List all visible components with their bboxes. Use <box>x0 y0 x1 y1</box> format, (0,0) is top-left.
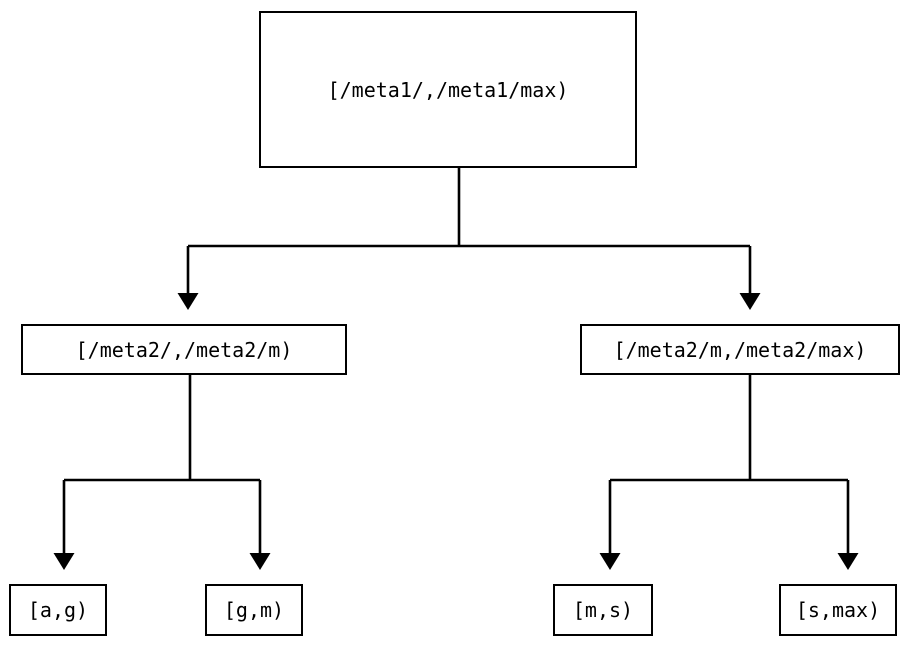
tree-node-leaf-1-label: [a,g) <box>27 598 89 622</box>
tree-node-leaf-1[interactable]: [a,g) <box>9 584 107 636</box>
edge-midright-to-leaves <box>599 375 859 570</box>
tree-node-mid-right[interactable]: [/meta2/m,/meta2/max) <box>580 324 900 375</box>
tree-node-mid-right-label: [/meta2/m,/meta2/max) <box>613 337 867 362</box>
tree-node-root[interactable]: [/meta1/,/meta1/max) <box>259 11 637 168</box>
edge-midleft-to-leaves <box>53 375 271 570</box>
tree-node-leaf-2[interactable]: [g,m) <box>205 584 303 636</box>
tree-node-root-label: [/meta1/,/meta1/max) <box>327 77 569 102</box>
tree-node-leaf-4-label: [s,max) <box>795 598 881 622</box>
arrowhead-to-leaf-3 <box>599 553 621 570</box>
tree-node-leaf-2-label: [g,m) <box>223 598 285 622</box>
arrowhead-to-mid-right <box>739 293 761 310</box>
edge-root-to-level2 <box>177 168 761 310</box>
tree-node-leaf-3[interactable]: [m,s) <box>553 584 653 636</box>
tree-node-mid-left[interactable]: [/meta2/,/meta2/m) <box>21 324 347 375</box>
tree-node-mid-left-label: [/meta2/,/meta2/m) <box>75 337 293 362</box>
tree-node-leaf-3-label: [m,s) <box>572 598 634 622</box>
arrowhead-to-leaf-1 <box>53 553 75 570</box>
arrowhead-to-mid-left <box>177 293 199 310</box>
tree-node-leaf-4[interactable]: [s,max) <box>779 584 897 636</box>
arrowhead-to-leaf-4 <box>837 553 859 570</box>
arrowhead-to-leaf-2 <box>249 553 271 570</box>
